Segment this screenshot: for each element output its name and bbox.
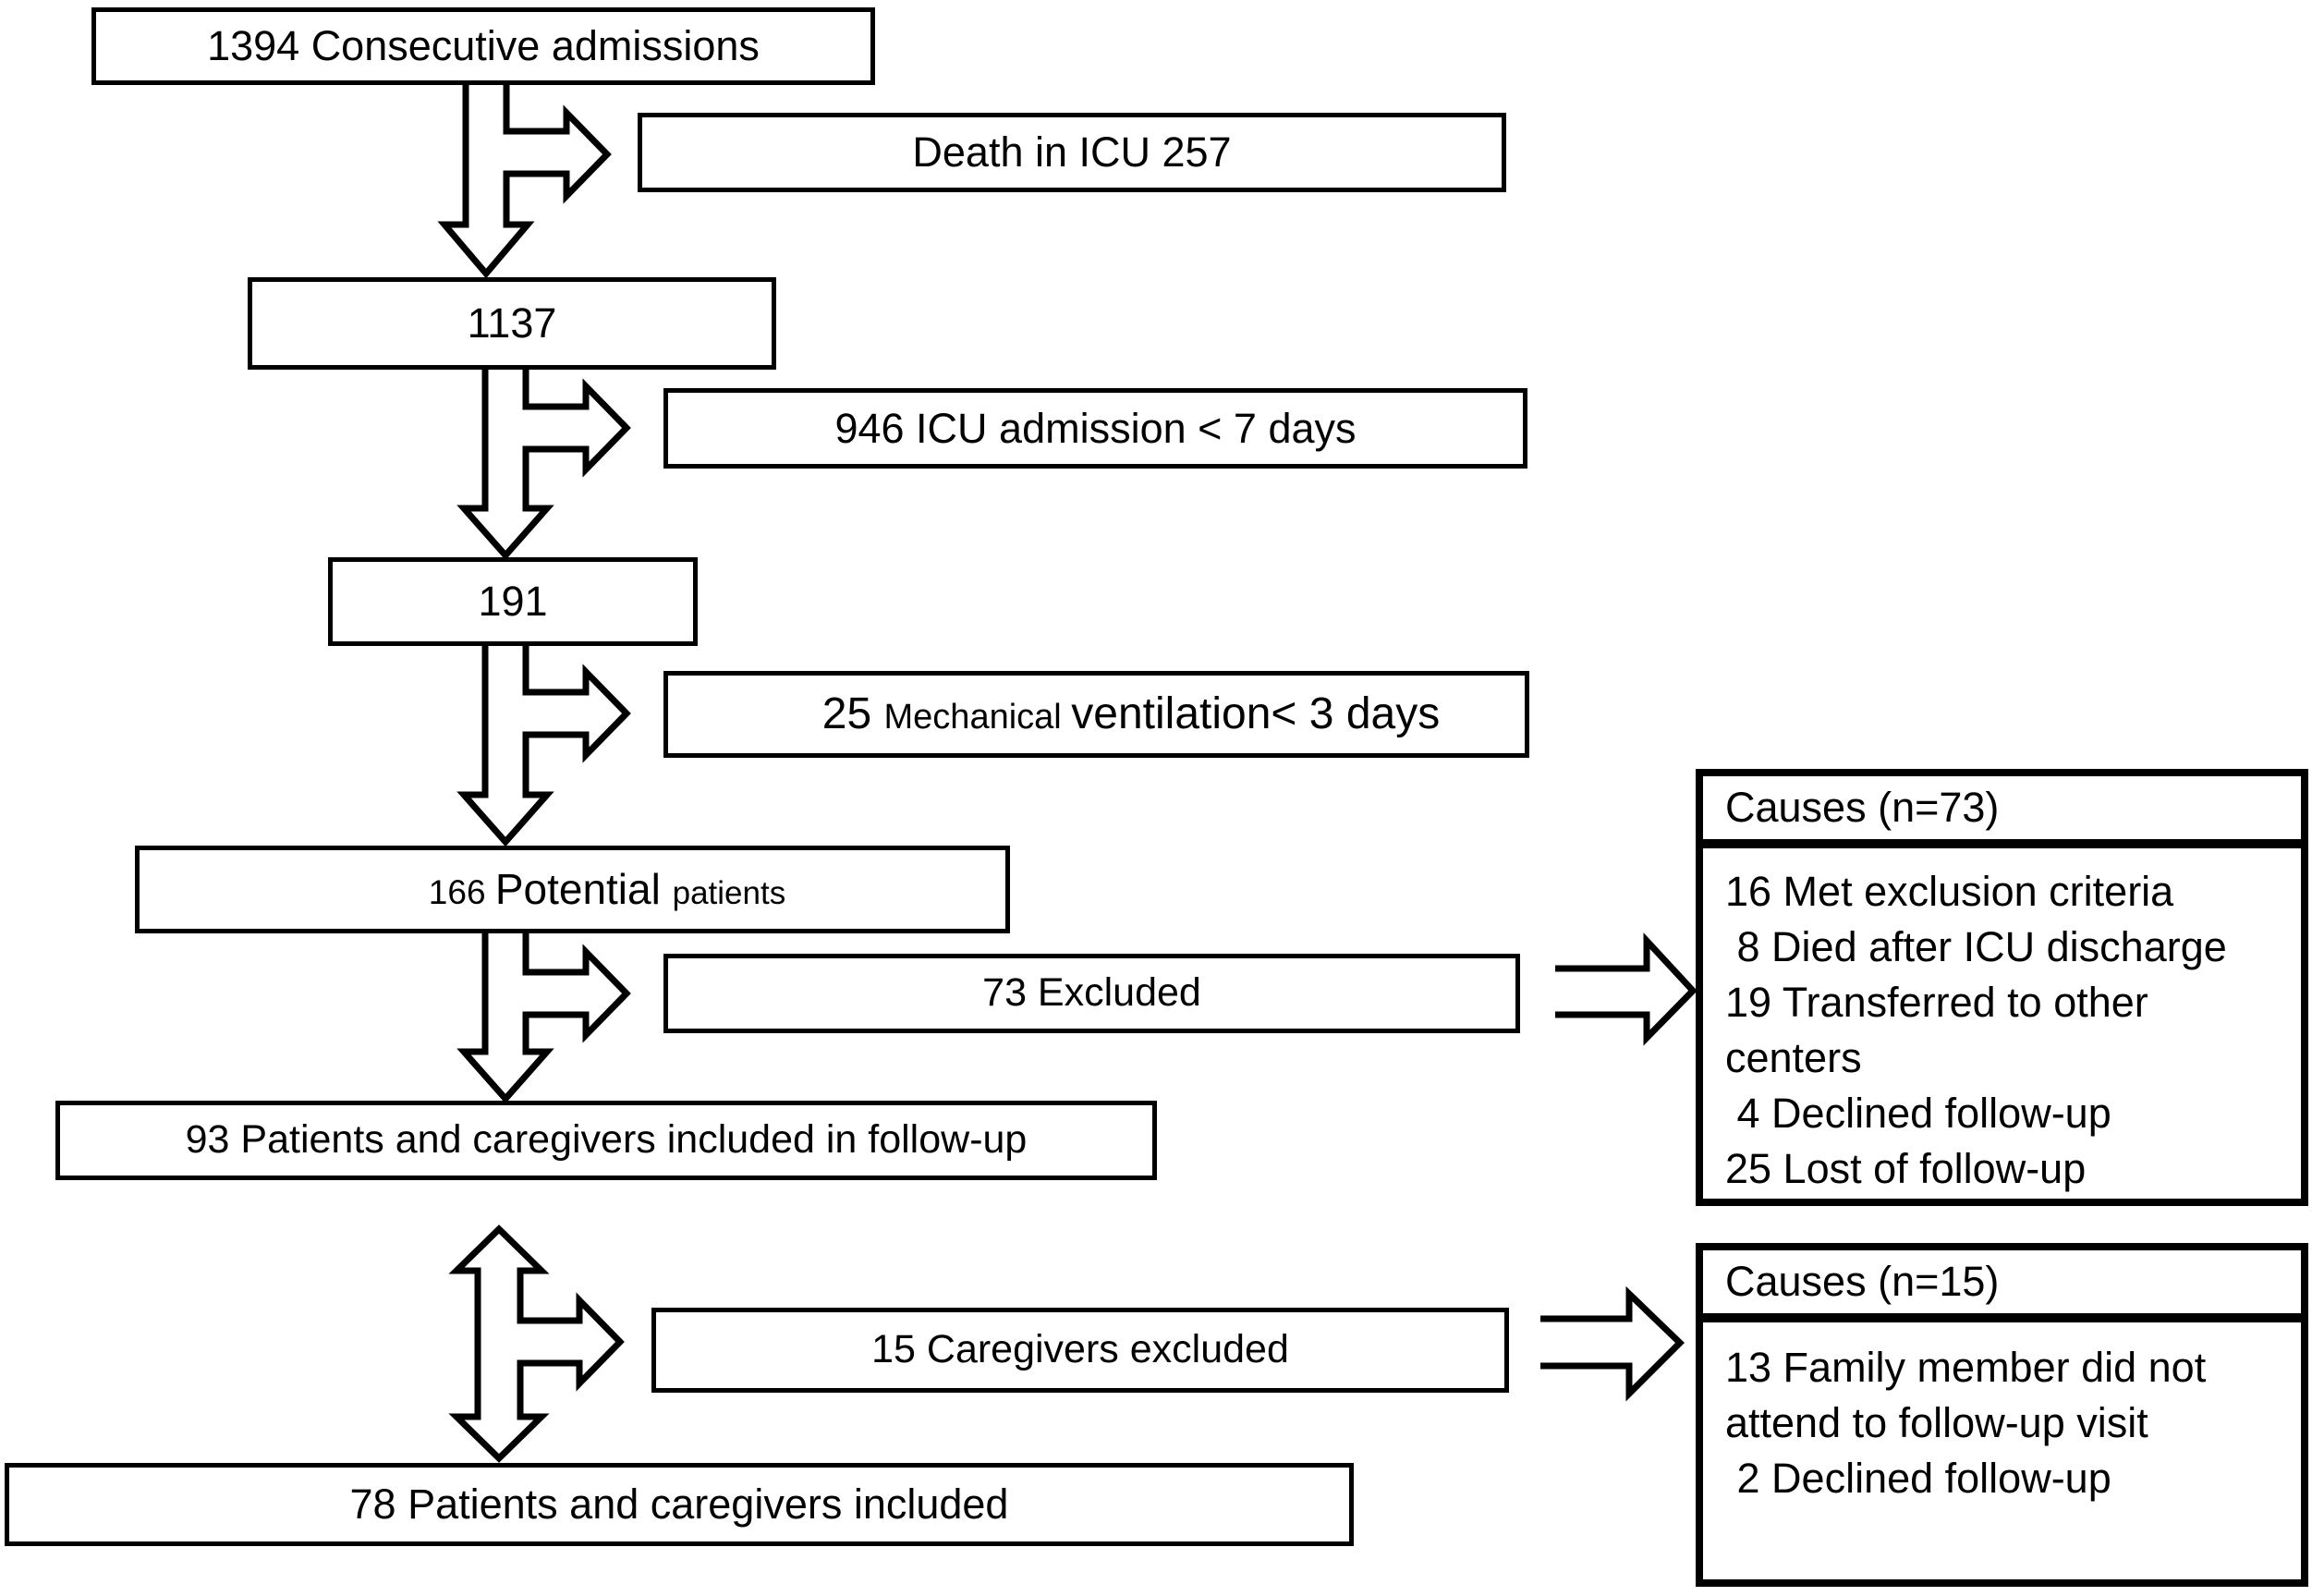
causes-73-item: 16 Met exclusion criteria: [1725, 868, 2174, 915]
box-mechanical-ventilation: 25 Mechanical ventilation< 3 days: [663, 671, 1529, 758]
arrow-excluded-to-causes73: [1555, 932, 1697, 1046]
causes-15-item: 13 Family member did not attend to follo…: [1725, 1344, 2218, 1446]
causes-73-item: 19 Transferred to other centers: [1725, 979, 2160, 1081]
box-icu-admission-lt-7-days: 946 ICU admission < 7 days: [663, 388, 1527, 469]
potential-word: Potential: [494, 865, 673, 914]
box-191: 191: [328, 557, 698, 646]
potential-count: 166: [428, 873, 495, 912]
causes-73-title: Causes (n=73): [1703, 776, 2301, 848]
causes-73-item: 25 Lost of follow-up: [1725, 1145, 2087, 1192]
box-1137: 1137: [248, 277, 776, 370]
box-included-in-followup-93: 93 Patients and caregivers included in f…: [55, 1101, 1157, 1180]
arrow-caregivers-to-causes15: [1540, 1285, 1685, 1402]
causes-15-title: Causes (n=15): [1703, 1250, 2301, 1322]
box-caregivers-excluded-15: 15 Caregivers excluded: [651, 1308, 1509, 1393]
arrow-1137-to-191-with-icu7-branch: [456, 368, 631, 561]
box-consecutive-admissions: 1394 Consecutive admissions: [91, 7, 875, 85]
causes-15-item: 2 Declined follow-up: [1725, 1455, 2111, 1502]
causes-73-item: 4 Declined follow-up: [1725, 1090, 2111, 1137]
mech-vent-word: Mechanical: [883, 698, 1072, 737]
mech-vent-count: 25: [821, 689, 884, 739]
causes-73-list: 16 Met exclusion criteria 8 Died after I…: [1703, 848, 2301, 1197]
causes-15-list: 13 Family member did not attend to follo…: [1703, 1322, 2301, 1506]
arrow-admissions-to-1137-with-death-branch: [437, 79, 612, 279]
box-included-78: 78 Patients and caregivers included: [5, 1463, 1354, 1546]
causes-73-box: Causes (n=73) 16 Met exclusion criteria …: [1696, 769, 2308, 1206]
box-death-in-icu: Death in ICU 257: [638, 113, 1506, 192]
potential-patients-word: patients: [672, 875, 786, 912]
box-potential-patients: 166 Potential patients: [135, 846, 1010, 933]
mech-vent-duration: ventilation< 3 days: [1071, 689, 1441, 739]
causes-15-box: Causes (n=15) 13 Family member did not a…: [1696, 1243, 2308, 1587]
arrow-followup-included-double-with-caregivers-branch: [448, 1224, 625, 1463]
box-excluded-73: 73 Excluded: [663, 954, 1520, 1033]
causes-73-item: 8 Died after ICU discharge: [1725, 923, 2227, 970]
arrow-191-to-potential-with-ventilation-branch: [456, 642, 631, 847]
